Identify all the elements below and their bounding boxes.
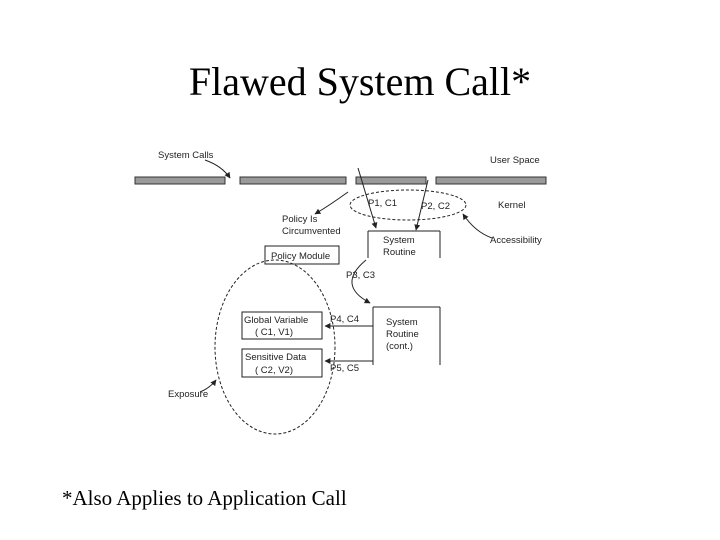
boundary-bar-1 <box>134 176 226 185</box>
policy-circumvented-label-1: Policy Is <box>282 214 318 225</box>
entry-arrow-2 <box>414 179 429 231</box>
accessibility-arrow <box>462 213 493 239</box>
kernel-label: Kernel <box>498 200 525 211</box>
exposure-arrow <box>199 379 217 393</box>
system-routine-cont-label-2: Routine <box>386 329 419 340</box>
system-routine-label-2: Routine <box>383 247 416 258</box>
exposure-ellipse <box>214 259 336 435</box>
p1c1-label: P1, C1 <box>368 198 397 209</box>
boundary-bar-4 <box>435 176 547 185</box>
sensitive-data-box <box>241 348 323 378</box>
footnote: *Also Applies to Application Call <box>62 486 347 510</box>
boundary-bar-2 <box>239 176 347 185</box>
policy-module-box <box>264 245 340 265</box>
global-variable-label-2: ( C1, V1) <box>255 327 293 338</box>
policy-module-label: Policy Module <box>271 251 330 262</box>
boundary-bar-3 <box>355 176 427 185</box>
system-routine-cont-label-1: System <box>386 317 418 328</box>
system-calls-label: System Calls <box>158 150 214 161</box>
entry-points-ellipse <box>349 189 467 221</box>
system-routine-label-1: System <box>383 235 415 246</box>
global-variable-label-1: Global Variable <box>244 315 308 326</box>
entry-arrow-1 <box>357 167 378 229</box>
p5c5-label: P5, C5 <box>330 363 359 374</box>
p3c3-label: P3, C3 <box>346 270 375 281</box>
sensitive-data-label-1: Sensitive Data <box>245 352 307 363</box>
p4c4-label: P4, C4 <box>330 314 359 325</box>
accessibility-label: Accessibility <box>490 235 542 246</box>
system-routine-cont-label-3: (cont.) <box>386 341 413 352</box>
policy-circumvented-label-2: Circumvented <box>282 226 341 237</box>
user-space-label: User Space <box>490 155 540 166</box>
p2c2-label: P2, C2 <box>421 201 450 212</box>
slide-title: Flawed System Call* <box>188 59 532 104</box>
exposure-label: Exposure <box>168 389 208 400</box>
system-calls-arrow <box>204 159 231 179</box>
policy-circumvented-arrow <box>314 191 349 215</box>
global-variable-box <box>241 311 323 340</box>
sensitive-data-label-2: ( C2, V2) <box>255 365 293 376</box>
flow-arrow-p3 <box>351 259 371 304</box>
